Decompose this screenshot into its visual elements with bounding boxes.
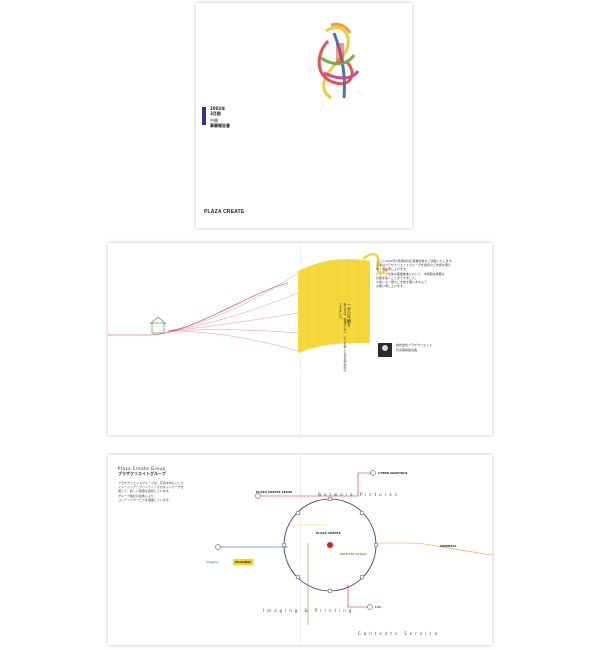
sculpture-ribbon-green bbox=[320, 54, 356, 66]
message-vertical-title: 一歩の年輪を bbox=[347, 303, 352, 327]
svg-text:·: · bbox=[314, 86, 315, 89]
line-red-lower bbox=[347, 585, 370, 608]
svg-text:·: · bbox=[354, 91, 355, 94]
cover-year: 2002年 bbox=[210, 106, 226, 111]
group-body: プラザクリエイトグループは、写真を中心とした イメージングとプリンティングのネッ… bbox=[118, 481, 184, 502]
spread-fold bbox=[300, 455, 301, 645]
cover-report-title: 事業報告書 bbox=[210, 123, 230, 128]
house-icon bbox=[149, 316, 167, 334]
line-orange bbox=[378, 542, 492, 556]
svg-text:·: · bbox=[362, 61, 363, 64]
cover-sculpture: · · · · · · bbox=[307, 22, 365, 116]
ribbon-red bbox=[167, 272, 299, 352]
imaging-label: Imaging & Printing bbox=[263, 608, 355, 613]
network-label: Network Pictures bbox=[318, 492, 400, 497]
svg-text:·: · bbox=[346, 113, 347, 116]
node-photonet: PhotoNet bbox=[233, 559, 253, 565]
node-center: PLAZA CREATE bbox=[316, 531, 341, 535]
node-lifo: Lifo bbox=[375, 605, 382, 609]
report-cover: · · · · · · 2002年 3月期 中間 事業報告書 PLAZA CREATE bbox=[196, 3, 412, 228]
signature-name: 代表取締役社長 bbox=[396, 348, 418, 352]
cover-term: 中間 bbox=[210, 118, 218, 123]
node-lease: PLAZA CREATE LEASE bbox=[256, 490, 293, 494]
message-vertical-subtitle: 私たちは、情報の上に、いつも新しい年を刻み続けてきました。 bbox=[338, 303, 348, 372]
cover-month: 3月期 bbox=[210, 111, 221, 116]
spread-message: 一歩の年輪を 私たちは、情報の上に、いつも新しい年を刻み続けてきました。 ここに… bbox=[108, 243, 492, 435]
sculpture-ribbon-magenta bbox=[323, 70, 360, 80]
svg-text:·: · bbox=[324, 104, 325, 107]
line-red bbox=[258, 472, 373, 497]
sculpture-ribbon-orange bbox=[330, 22, 352, 34]
spread-group-network: Plaza Create Group プラザクリエイトグループ プラザクリエイト… bbox=[108, 455, 492, 645]
timeline-line bbox=[108, 282, 289, 336]
node-oriental: ORIENTAL bbox=[440, 544, 457, 548]
president-portrait bbox=[378, 343, 392, 357]
node-cyber: CYBER GRAPHICS bbox=[378, 471, 408, 475]
message-visual bbox=[108, 253, 389, 353]
cover-brand: PLAZA CREATE bbox=[204, 209, 245, 215]
signature-company: 株式会社プラザクリエイト bbox=[396, 343, 433, 347]
ribbon-yellow bbox=[298, 259, 370, 353]
group-heading: Plaza Create Group bbox=[118, 466, 166, 471]
message-body: ここに2002年3月期中間の事業報告をご報告いたします。 平素はプラザクリエイト… bbox=[376, 259, 455, 289]
svg-text:·: · bbox=[308, 71, 309, 74]
network-diagram bbox=[215, 470, 492, 625]
node-imaging: Imaging bbox=[206, 560, 219, 564]
sculpture-ribbon-red bbox=[317, 39, 354, 86]
contents-label: Contents Service bbox=[358, 631, 441, 636]
group-heading-jp: プラザクリエイトグループ bbox=[118, 471, 166, 476]
cover-accent-bar bbox=[202, 107, 206, 125]
node-palette: PALETTE PLAZA bbox=[340, 552, 367, 556]
